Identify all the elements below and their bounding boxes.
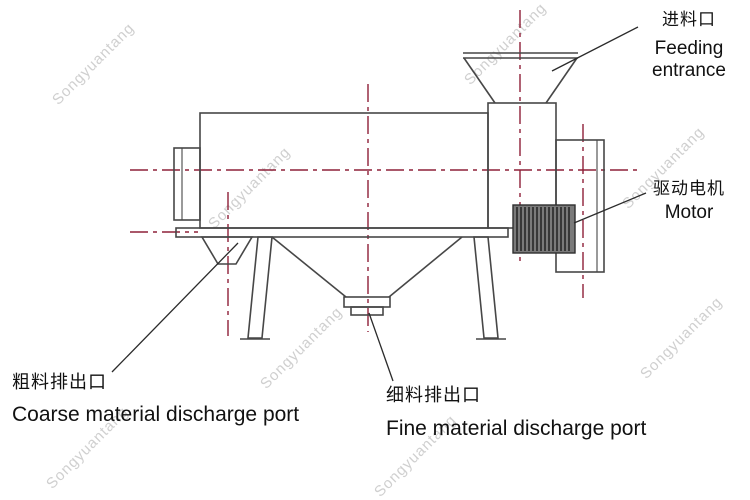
- feeding-entrance-label: 进料口 Feeding entrance: [630, 5, 748, 82]
- motor-label: 驱动电机 Motor: [645, 174, 733, 224]
- coarse-discharge-label-zh: 粗料排出口: [12, 372, 107, 392]
- centerlines: [130, 10, 642, 336]
- fine-discharge-label-zh: 细料排出口: [386, 385, 481, 405]
- motor-label-en: Motor: [664, 202, 714, 223]
- coarse-discharge-label: 粗料排出口 Coarse material discharge port: [12, 368, 299, 427]
- coarse-discharge-label-en: Coarse material discharge port: [12, 403, 300, 426]
- leader-lines: [111, 26, 647, 382]
- fine-discharge-label: 细料排出口 Fine material discharge port: [386, 381, 646, 441]
- classifier-body: [173, 112, 509, 238]
- fine-discharge-label-en: Fine material discharge port: [386, 417, 647, 440]
- feeding-entrance-label-en2: entrance: [652, 59, 726, 81]
- motor-unit: [512, 204, 576, 254]
- feeding-entrance-label-zh: 进料口: [662, 10, 716, 29]
- machine-diagram: [111, 10, 647, 382]
- support-frame: [240, 236, 506, 340]
- diagram-stage: Songyuantang Songyuantang Songyuantang S…: [12, 0, 748, 500]
- feeding-entrance-label-en1: Feeding: [654, 38, 724, 59]
- motor-label-zh: 驱动电机: [653, 179, 725, 198]
- coarse-discharge-chute: [200, 236, 254, 265]
